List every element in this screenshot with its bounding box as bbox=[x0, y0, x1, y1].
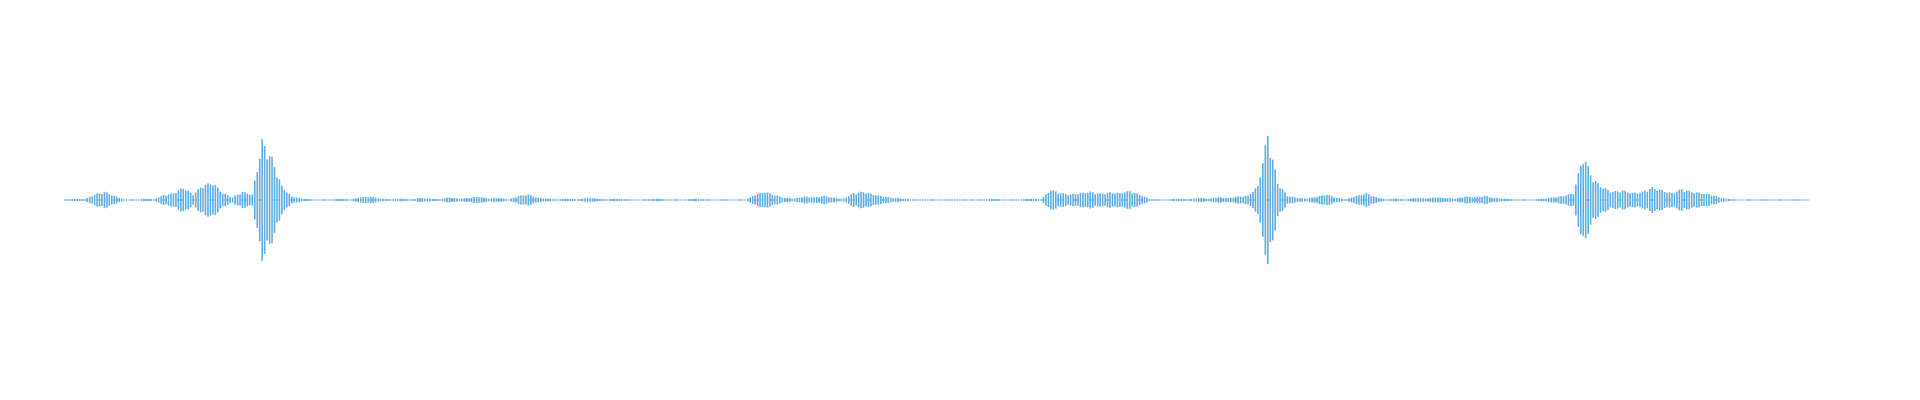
waveform-bars bbox=[64, 135, 1809, 265]
